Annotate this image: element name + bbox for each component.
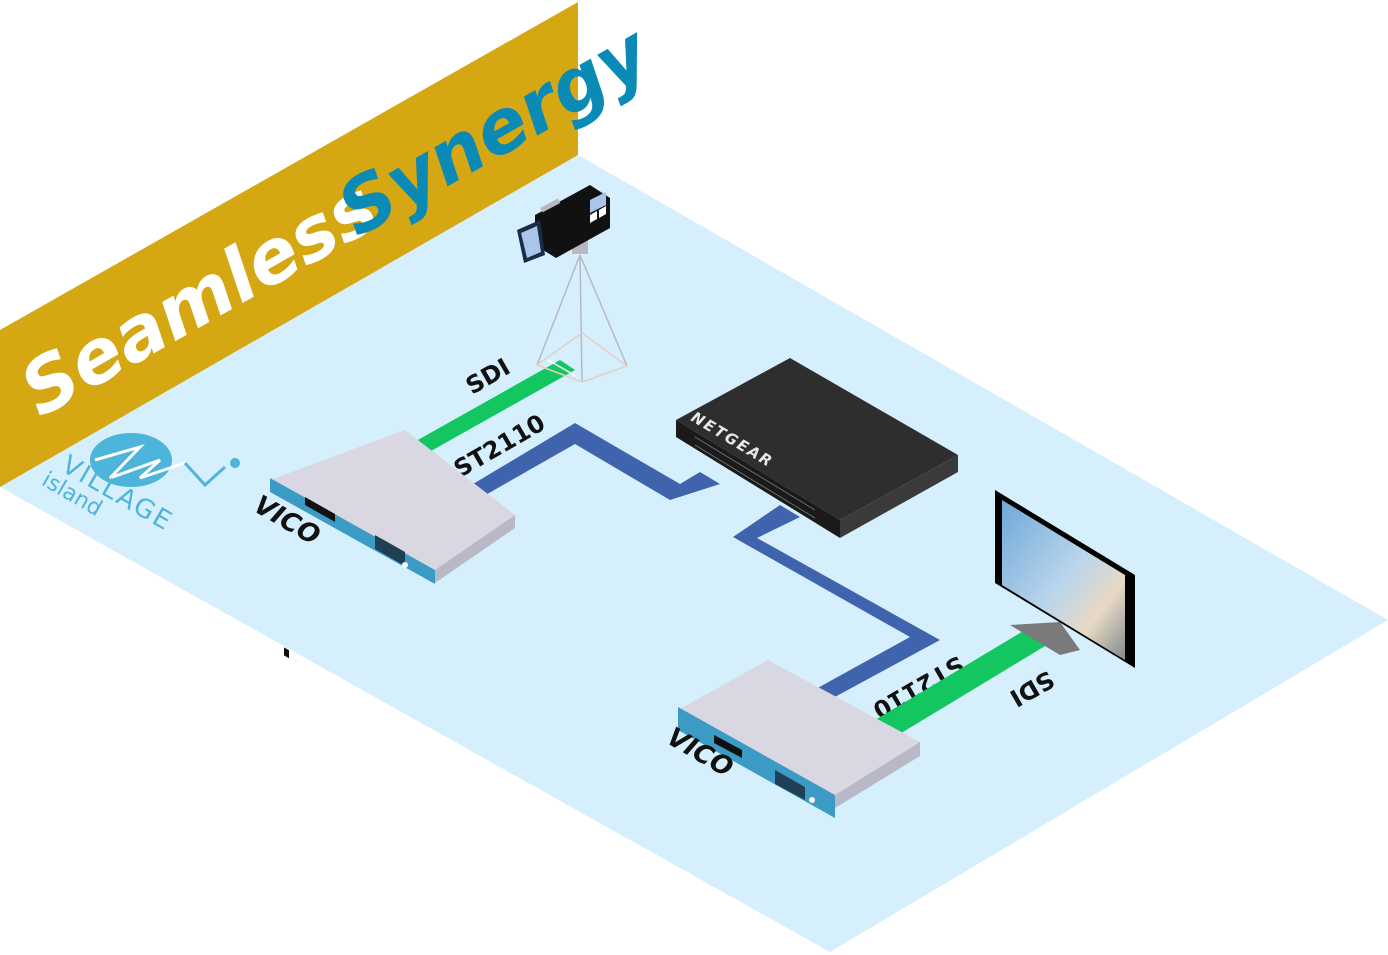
- st2110-cable-vico1: [468, 423, 720, 500]
- title-banner: [0, 2, 578, 487]
- video-camera[interactable]: [517, 185, 629, 383]
- sdi-cable-camera: [400, 360, 575, 460]
- village-island-logo: VILLAGE island: [37, 433, 240, 538]
- vico-device-2[interactable]: [678, 660, 920, 818]
- netgear-switch[interactable]: NETGEAR: [676, 358, 958, 538]
- vico-device-1[interactable]: [270, 430, 515, 659]
- display-monitor[interactable]: [995, 490, 1135, 668]
- sdi-cable-monitor: [875, 630, 1050, 735]
- floor-plane: [0, 155, 1388, 952]
- st2110-cable-vico2: [733, 505, 940, 705]
